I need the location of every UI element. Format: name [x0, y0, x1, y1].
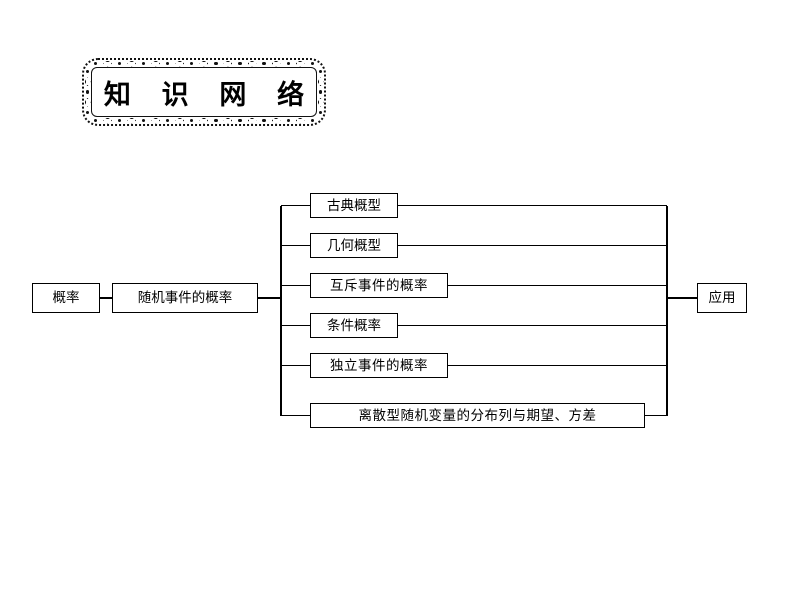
connector-left-trunk-to-branch-2	[281, 284, 310, 287]
connector-left-trunk-to-branch-5	[281, 414, 310, 417]
left-vertical-trunk	[280, 205, 282, 416]
node-conditional-probability[interactable]: 条件概率	[310, 313, 398, 338]
node-discrete-random-variable-distribution[interactable]: 离散型随机变量的分布列与期望、方差	[310, 403, 645, 428]
connector-left-trunk-to-branch-4	[281, 364, 310, 367]
page-title: 知 识 网 络	[103, 79, 317, 110]
node-random-event-probability[interactable]: 随机事件的概率	[112, 283, 258, 313]
banner-outer-border	[82, 58, 326, 126]
node-independent-events-probability[interactable]: 独立事件的概率	[310, 353, 448, 378]
connector-branch-5-to-right-trunk	[645, 414, 667, 417]
connector-stage2-to-left-trunk	[258, 297, 281, 299]
connector-branch-1-to-right-trunk	[398, 244, 667, 247]
connector-branch-4-to-right-trunk	[448, 364, 667, 367]
node-probability[interactable]: 概率	[32, 283, 100, 313]
connector-left-trunk-to-branch-1	[281, 244, 310, 247]
connector-branch-2-to-right-trunk	[448, 284, 667, 287]
connector-left-trunk-to-branch-3	[281, 324, 310, 327]
banner-inner-border	[91, 67, 317, 117]
connector-right-trunk-to-application	[667, 297, 697, 299]
node-mutually-exclusive-events-probability[interactable]: 互斥事件的概率	[310, 273, 448, 298]
node-application[interactable]: 应用	[697, 283, 747, 313]
node-classical-probability-model[interactable]: 古典概型	[310, 193, 398, 218]
node-geometric-probability-model[interactable]: 几何概型	[310, 233, 398, 258]
right-vertical-trunk	[666, 205, 668, 416]
connector-branch-0-to-right-trunk	[398, 204, 667, 207]
connector-root-to-stage2	[100, 297, 112, 299]
connector-branch-3-to-right-trunk	[398, 324, 667, 327]
connector-left-trunk-to-branch-0	[281, 204, 310, 207]
